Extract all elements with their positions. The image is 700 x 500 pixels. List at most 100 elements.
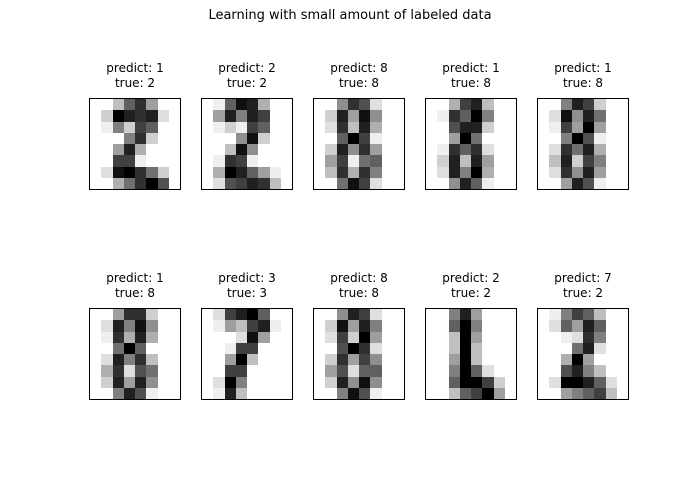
- digit-pixel: [381, 309, 393, 321]
- digit-pixel: [594, 144, 606, 156]
- digit-pixel: [146, 166, 158, 178]
- digit-pixel: [202, 177, 214, 189]
- digit-pixel: [437, 331, 449, 343]
- digit-pixel: [90, 365, 102, 377]
- digit-pixel: [314, 155, 326, 167]
- digit-pixel: [336, 99, 348, 111]
- digit-pixel: [235, 121, 247, 133]
- subplot-8: predict: 8 true: 8: [313, 271, 405, 400]
- digit-pixel: [146, 144, 158, 156]
- digit-pixel: [347, 177, 359, 189]
- digit-pixel: [269, 177, 281, 189]
- digit-pixel: [549, 354, 561, 366]
- digit-pixel: [146, 342, 158, 354]
- digit-pixel: [392, 376, 404, 388]
- digit-pixel: [538, 166, 550, 178]
- digit-image: [313, 98, 405, 190]
- digit-pixel: [112, 121, 124, 133]
- digit-pixel: [437, 365, 449, 377]
- digit-pixel: [370, 354, 382, 366]
- digit-pixel: [202, 354, 214, 366]
- digit-pixel: [426, 376, 438, 388]
- digit-pixel: [280, 155, 292, 167]
- digit-pixel: [235, 99, 247, 111]
- digit-pixel: [605, 121, 617, 133]
- digit-pixel: [202, 166, 214, 178]
- digit-pixel: [157, 309, 169, 321]
- digit-pixel: [314, 376, 326, 388]
- digit-pixel: [280, 177, 292, 189]
- digit-pixel: [235, 110, 247, 122]
- digit-pixel: [370, 110, 382, 122]
- digit-pixel: [101, 144, 113, 156]
- digit-pixel: [538, 144, 550, 156]
- digit-pixel: [549, 320, 561, 332]
- digit-pixel: [213, 155, 225, 167]
- digit-pixel: [269, 320, 281, 332]
- digit-pixel: [146, 376, 158, 388]
- digit-pixel: [336, 121, 348, 133]
- digit-pixel: [594, 110, 606, 122]
- digit-pixel: [123, 387, 135, 399]
- digit-pixel: [336, 331, 348, 343]
- digit-pixel: [157, 110, 169, 122]
- digit-pixel: [347, 99, 359, 111]
- digit-pixel: [426, 354, 438, 366]
- digit-pixel: [336, 155, 348, 167]
- digit-pixel: [213, 376, 225, 388]
- digit-pixel: [583, 354, 595, 366]
- digit-pixel: [314, 331, 326, 343]
- digit-pixel: [359, 155, 371, 167]
- digit-pixel: [123, 99, 135, 111]
- digit-pixel: [471, 342, 483, 354]
- digit-pixel: [437, 132, 449, 144]
- predict-label: predict: 8: [330, 271, 388, 285]
- digit-pixel: [482, 144, 494, 156]
- digit-pixel: [112, 376, 124, 388]
- digit-pixel: [538, 387, 550, 399]
- digit-pixel: [493, 376, 505, 388]
- digit-pixel: [235, 144, 247, 156]
- digit-pixel: [269, 342, 281, 354]
- digit-pixel: [594, 99, 606, 111]
- digit-pixel: [549, 331, 561, 343]
- digit-pixel: [157, 144, 169, 156]
- digit-pixel: [482, 365, 494, 377]
- digit-pixel: [448, 121, 460, 133]
- digit-pixel: [392, 342, 404, 354]
- digit-pixel: [583, 309, 595, 321]
- digit-pixel: [504, 121, 516, 133]
- digit-pixel: [583, 387, 595, 399]
- digit-pixel: [549, 387, 561, 399]
- digit-pixel: [235, 387, 247, 399]
- digit-pixel: [493, 331, 505, 343]
- digit-pixel: [213, 387, 225, 399]
- digit-pixel: [381, 331, 393, 343]
- digit-pixel: [370, 387, 382, 399]
- digit-pixel: [325, 132, 337, 144]
- digit-pixel: [448, 166, 460, 178]
- digit-pixel: [616, 309, 628, 321]
- digit-pixel: [347, 132, 359, 144]
- digit-pixel: [560, 331, 572, 343]
- digit-pixel: [247, 177, 259, 189]
- figure-title: Learning with small amount of labeled da…: [208, 8, 492, 23]
- digit-pixel: [213, 99, 225, 111]
- digit-pixel: [560, 320, 572, 332]
- digit-pixel: [314, 177, 326, 189]
- digit-pixel: [314, 365, 326, 377]
- digit-pixel: [135, 155, 147, 167]
- digit-pixel: [471, 309, 483, 321]
- digit-pixel: [504, 166, 516, 178]
- digit-pixel: [202, 376, 214, 388]
- digit-pixel: [235, 155, 247, 167]
- digit-pixel: [571, 342, 583, 354]
- digit-pixel: [482, 132, 494, 144]
- digit-pixel: [325, 320, 337, 332]
- digit-pixel: [325, 365, 337, 377]
- digit-pixel: [359, 177, 371, 189]
- digit-image: [89, 98, 181, 190]
- digit-pixel: [213, 309, 225, 321]
- digit-pixel: [426, 144, 438, 156]
- digit-pixel: [459, 376, 471, 388]
